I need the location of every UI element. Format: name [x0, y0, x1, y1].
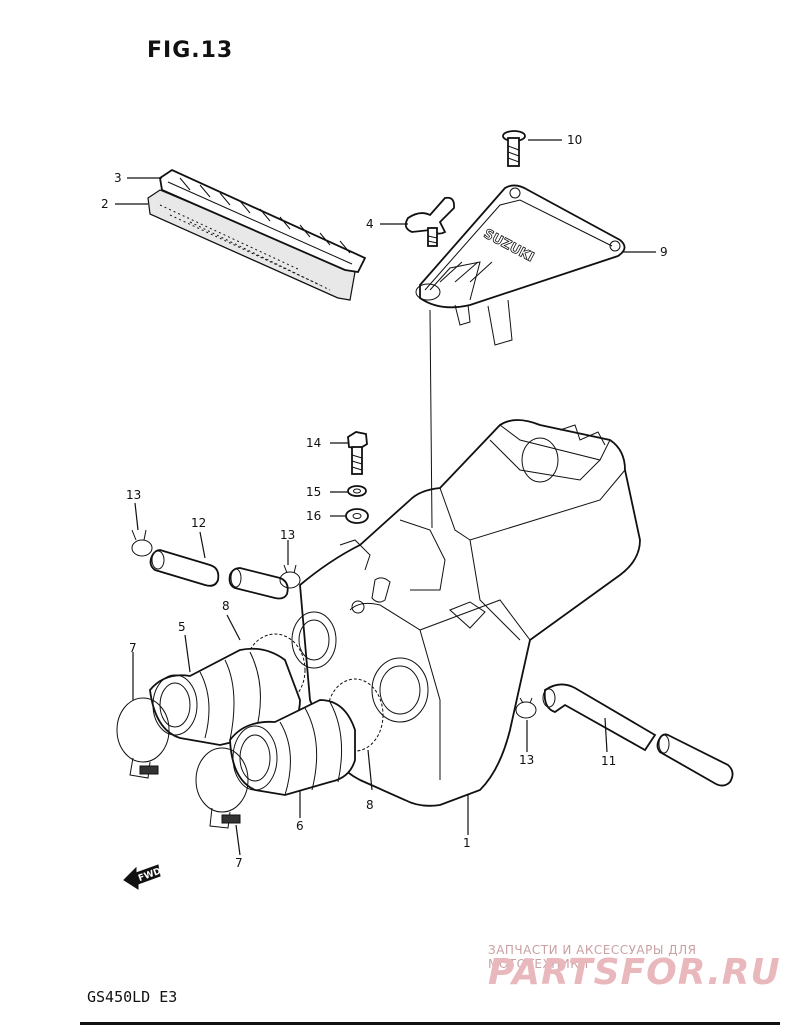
callout-13-right: 13 — [519, 753, 534, 767]
part-15-lock-washer — [347, 485, 367, 497]
callout-15: 15 — [306, 485, 321, 499]
callout-4: 4 — [366, 217, 374, 231]
fwd-label: FWD — [137, 867, 163, 884]
callout-2: 2 — [101, 197, 109, 211]
callout-6: 6 — [296, 819, 304, 833]
part-16-washer — [345, 508, 369, 524]
callout-10: 10 — [567, 133, 582, 147]
leader-lines — [115, 139, 656, 856]
callout-1: 1 — [463, 836, 471, 850]
bottom-border-rule — [80, 1022, 780, 1025]
callout-13-left: 13 — [126, 488, 141, 502]
part-13-hose-clamp-middle — [279, 564, 301, 589]
callout-12: 12 — [191, 516, 206, 530]
part-11-drain-hose — [542, 683, 734, 787]
callout-7-upper: 7 — [129, 641, 137, 655]
part-4-wing-bolt — [404, 196, 455, 247]
callout-8-upper: 8 — [222, 599, 230, 613]
part-6-intake-boot-lower — [229, 699, 356, 796]
part-13-hose-clamp-right — [515, 697, 537, 719]
callout-3: 3 — [114, 171, 122, 185]
callout-8-lower: 8 — [366, 798, 374, 812]
figure-title: FIG.13 — [147, 38, 234, 63]
callout-14: 14 — [306, 436, 321, 450]
part-12-breather-hose — [149, 549, 289, 600]
callout-5: 5 — [178, 620, 186, 634]
part-7-band-clamp-lower — [195, 747, 249, 829]
part-13-hose-clamp-left — [131, 529, 153, 557]
part-9-air-cleaner-cover — [415, 184, 626, 346]
callout-13-middle: 13 — [280, 528, 295, 542]
callout-16: 16 — [306, 509, 321, 523]
model-code: GS450LD E3 — [87, 988, 178, 1006]
part-2-filter-element — [147, 189, 356, 301]
part-7-band-clamp-upper — [116, 697, 170, 779]
forward-direction-arrow: FWD — [123, 864, 163, 890]
callout-7-lower: 7 — [235, 856, 243, 870]
part-1-air-cleaner-box — [291, 419, 641, 807]
part-3-filter-frame — [159, 168, 367, 273]
callout-11: 11 — [601, 754, 616, 768]
watermark-logo: PARTSFOR.RU — [488, 952, 781, 993]
part-14-bolt — [347, 431, 368, 475]
callout-9: 9 — [660, 245, 668, 259]
part-10-screw — [502, 130, 526, 167]
callout-labels: 3 2 4 10 9 14 15 16 13 12 13 8 5 7 8 6 7… — [101, 133, 668, 870]
watermark-caption: ЗАПЧАСТИ И АКСЕССУАРЫ ДЛЯ МОТОТЕХНИКИ — [488, 943, 697, 971]
